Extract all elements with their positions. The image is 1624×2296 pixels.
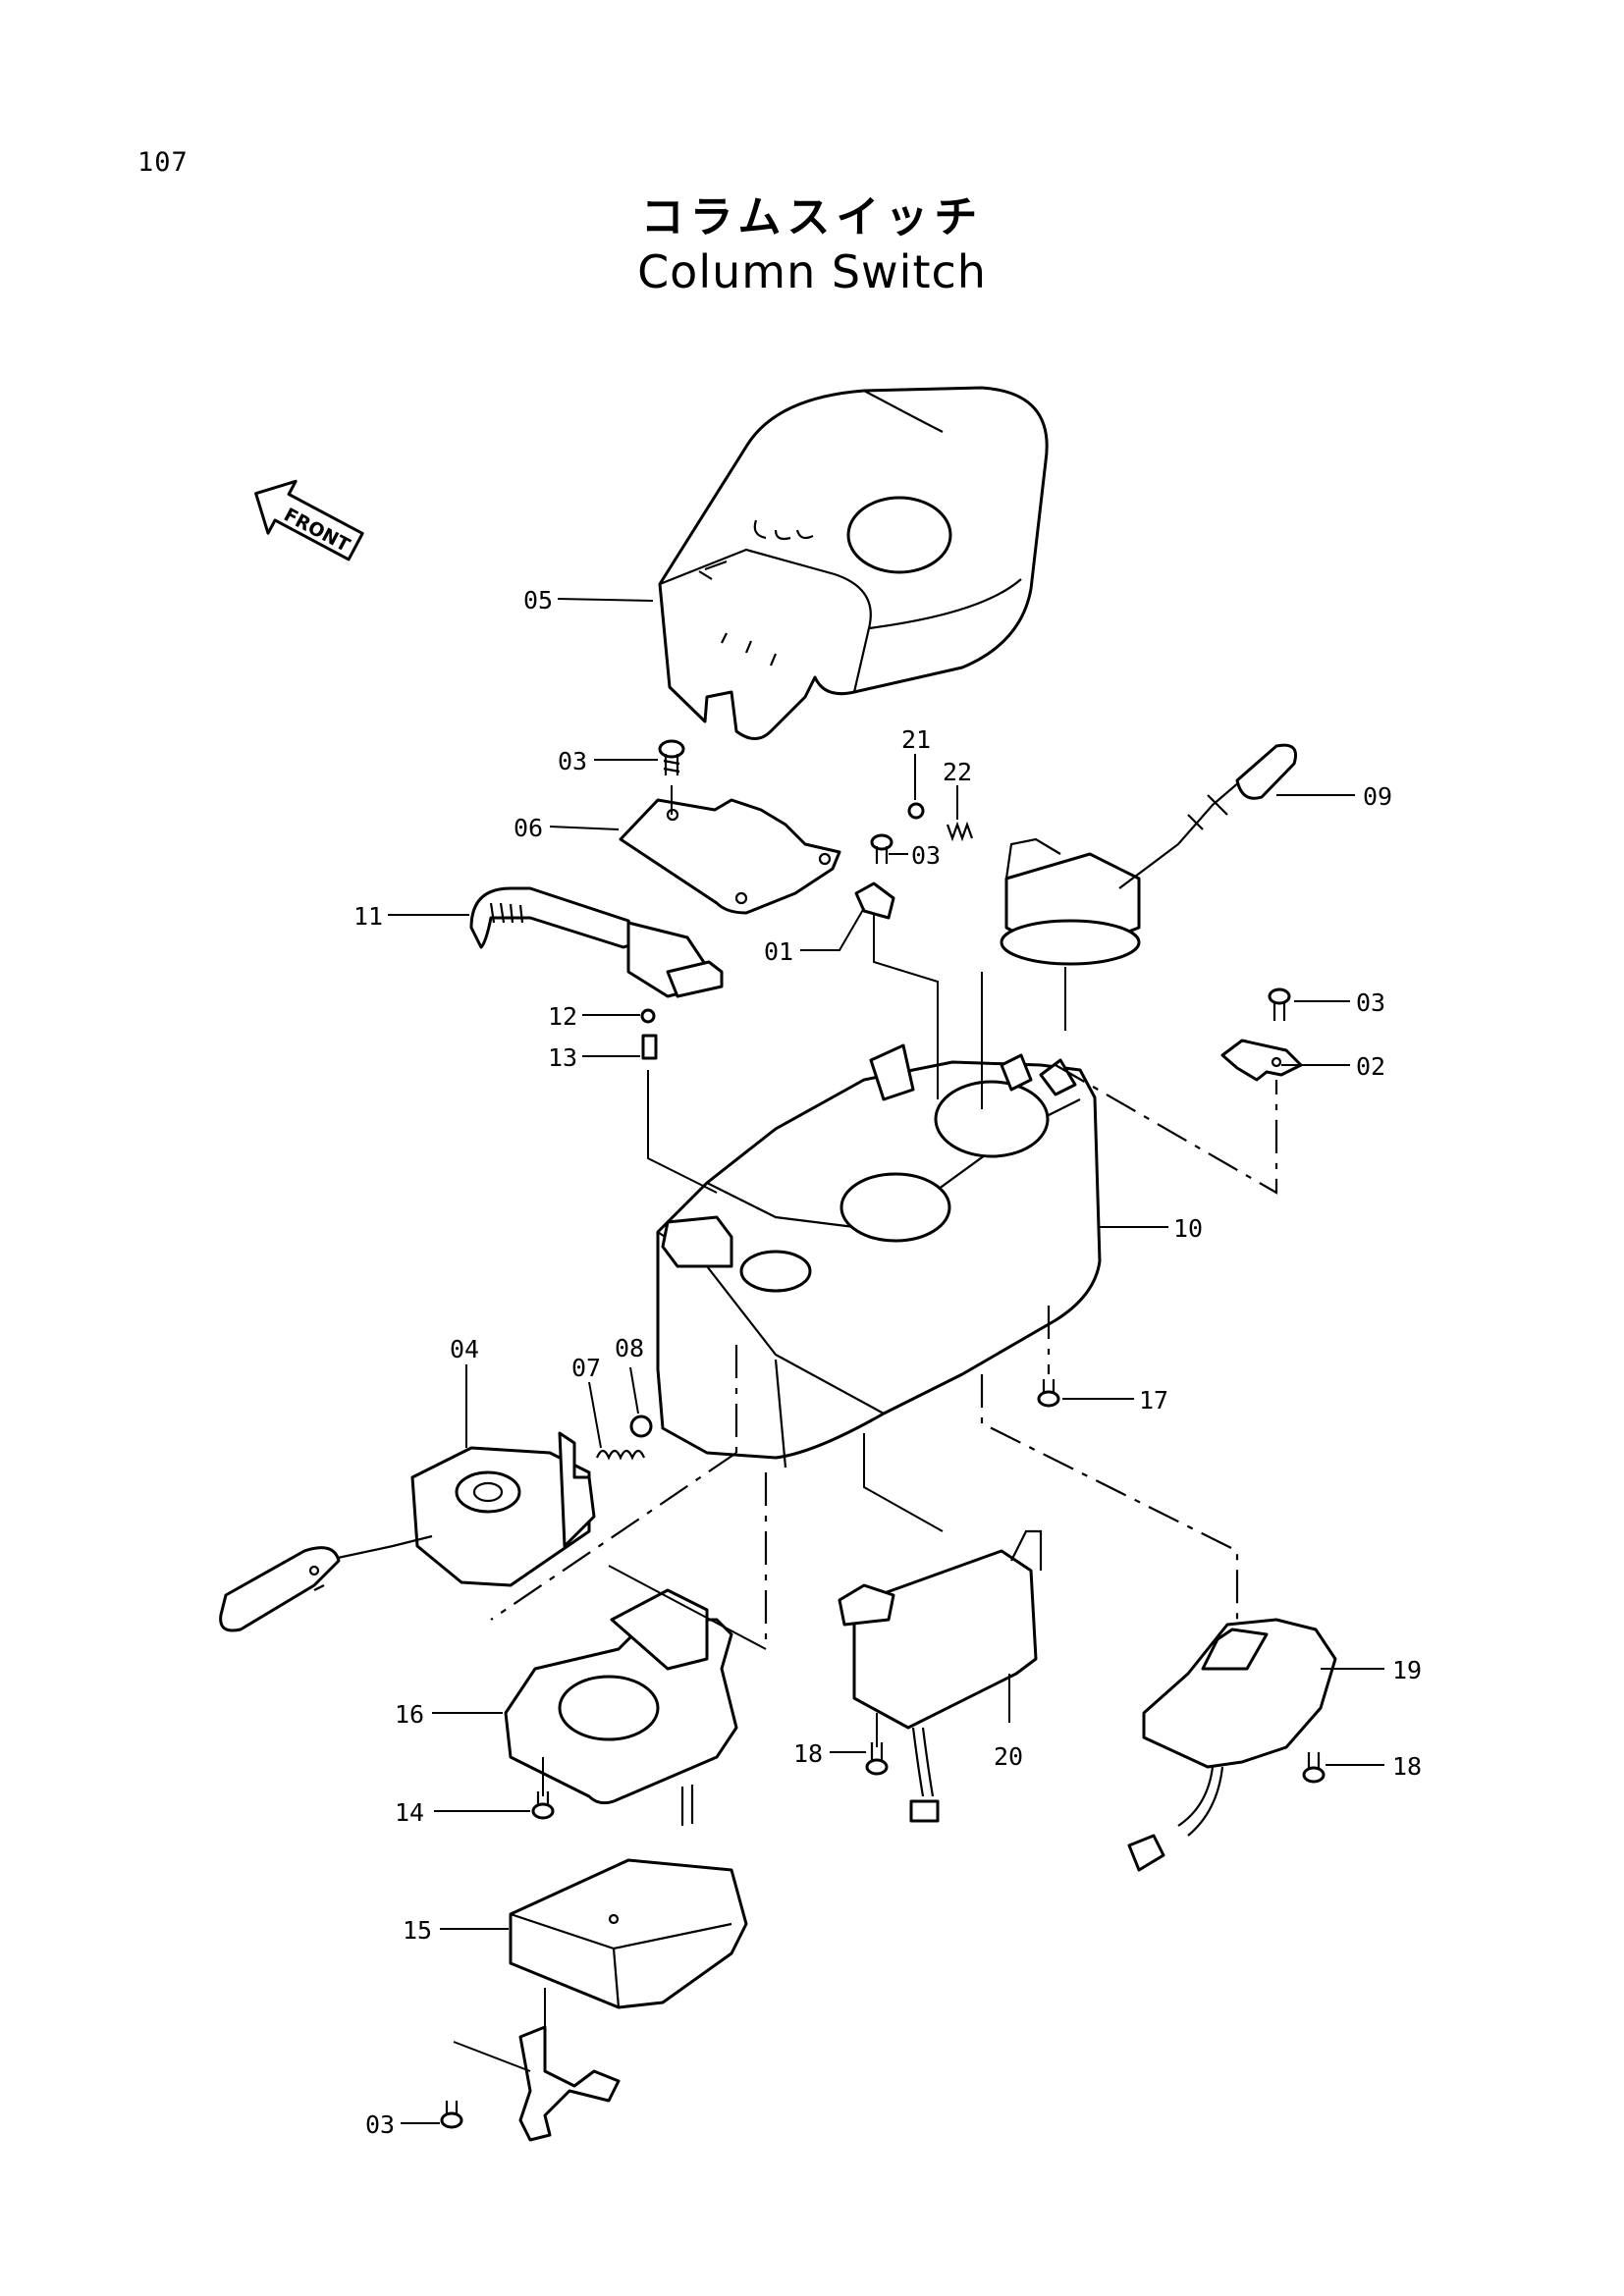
part-12-ball	[640, 1008, 656, 1024]
callout-18-left: 18	[793, 1739, 823, 1768]
callout-01: 01	[764, 937, 793, 966]
part-05-top-cover	[658, 386, 1049, 740]
callout-05: 05	[523, 586, 553, 614]
callout-22: 22	[943, 758, 972, 786]
part-08-ring	[629, 1415, 653, 1438]
callout-15: 15	[403, 1916, 432, 1945]
part-10-main-housing	[656, 1043, 1102, 1468]
title-english: Column Switch	[637, 245, 987, 298]
part-22-spring	[946, 821, 974, 842]
callout-17: 17	[1139, 1386, 1168, 1415]
part-15-tray	[509, 1858, 748, 2009]
callout-10: 10	[1173, 1214, 1203, 1243]
part-11-lever	[469, 886, 724, 998]
part-04-turn-signal-switch	[219, 1431, 596, 1632]
part-03-screw-bottom	[440, 2101, 463, 2129]
part-19-unit	[1127, 1618, 1337, 1872]
callout-14: 14	[395, 1798, 424, 1827]
part-14-screw	[531, 1791, 555, 1820]
part-03-screw-mid	[870, 833, 893, 864]
part-18-screw-left	[865, 1742, 889, 1776]
callout-03: 03	[558, 747, 587, 775]
part-02-bracket	[1220, 1039, 1303, 1082]
callout-06: 06	[514, 814, 543, 842]
part-20-unit	[838, 1529, 1043, 1823]
callout-13: 13	[548, 1043, 577, 1072]
part-06-plate	[619, 798, 841, 915]
callout-04: 04	[450, 1335, 479, 1363]
callout-19: 19	[1392, 1656, 1422, 1684]
part-03-screw	[658, 739, 685, 775]
part-21-ball	[907, 802, 925, 820]
part-03-screw-right	[1268, 988, 1291, 1021]
callout-03-right: 03	[1356, 988, 1385, 1017]
callout-16: 16	[395, 1700, 424, 1729]
part-bottom-bracket	[518, 2025, 621, 2142]
callout-21: 21	[901, 725, 931, 754]
part-17-screw	[1037, 1379, 1060, 1408]
callout-20: 20	[994, 1742, 1023, 1771]
callout-07: 07	[571, 1354, 601, 1382]
callout-09: 09	[1363, 782, 1392, 811]
part-07-spring	[595, 1449, 646, 1461]
callout-18-right: 18	[1392, 1752, 1422, 1781]
title-japanese: コラムスイッチ	[640, 192, 984, 242]
callouts: 05 03 06 21 22 09 03 11 01 03 12 13 02 1…	[353, 586, 1422, 2139]
part-16-switch-unit	[504, 1588, 738, 1826]
callout-11: 11	[353, 902, 383, 931]
callout-03-mid: 03	[911, 841, 941, 870]
page-number: 107	[137, 147, 189, 178]
callout-08: 08	[615, 1334, 644, 1362]
part-13-spring	[641, 1034, 658, 1060]
part-09-wiper-switch	[1000, 743, 1297, 966]
part-01-bracket	[854, 881, 895, 920]
front-arrow-icon: FRONT	[254, 479, 364, 561]
part-18-screw-right	[1302, 1752, 1326, 1784]
callout-02: 02	[1356, 1052, 1385, 1081]
assembly-lines	[453, 785, 1278, 2072]
callout-03-bottom: 03	[365, 2110, 395, 2139]
callout-12: 12	[548, 1002, 577, 1031]
